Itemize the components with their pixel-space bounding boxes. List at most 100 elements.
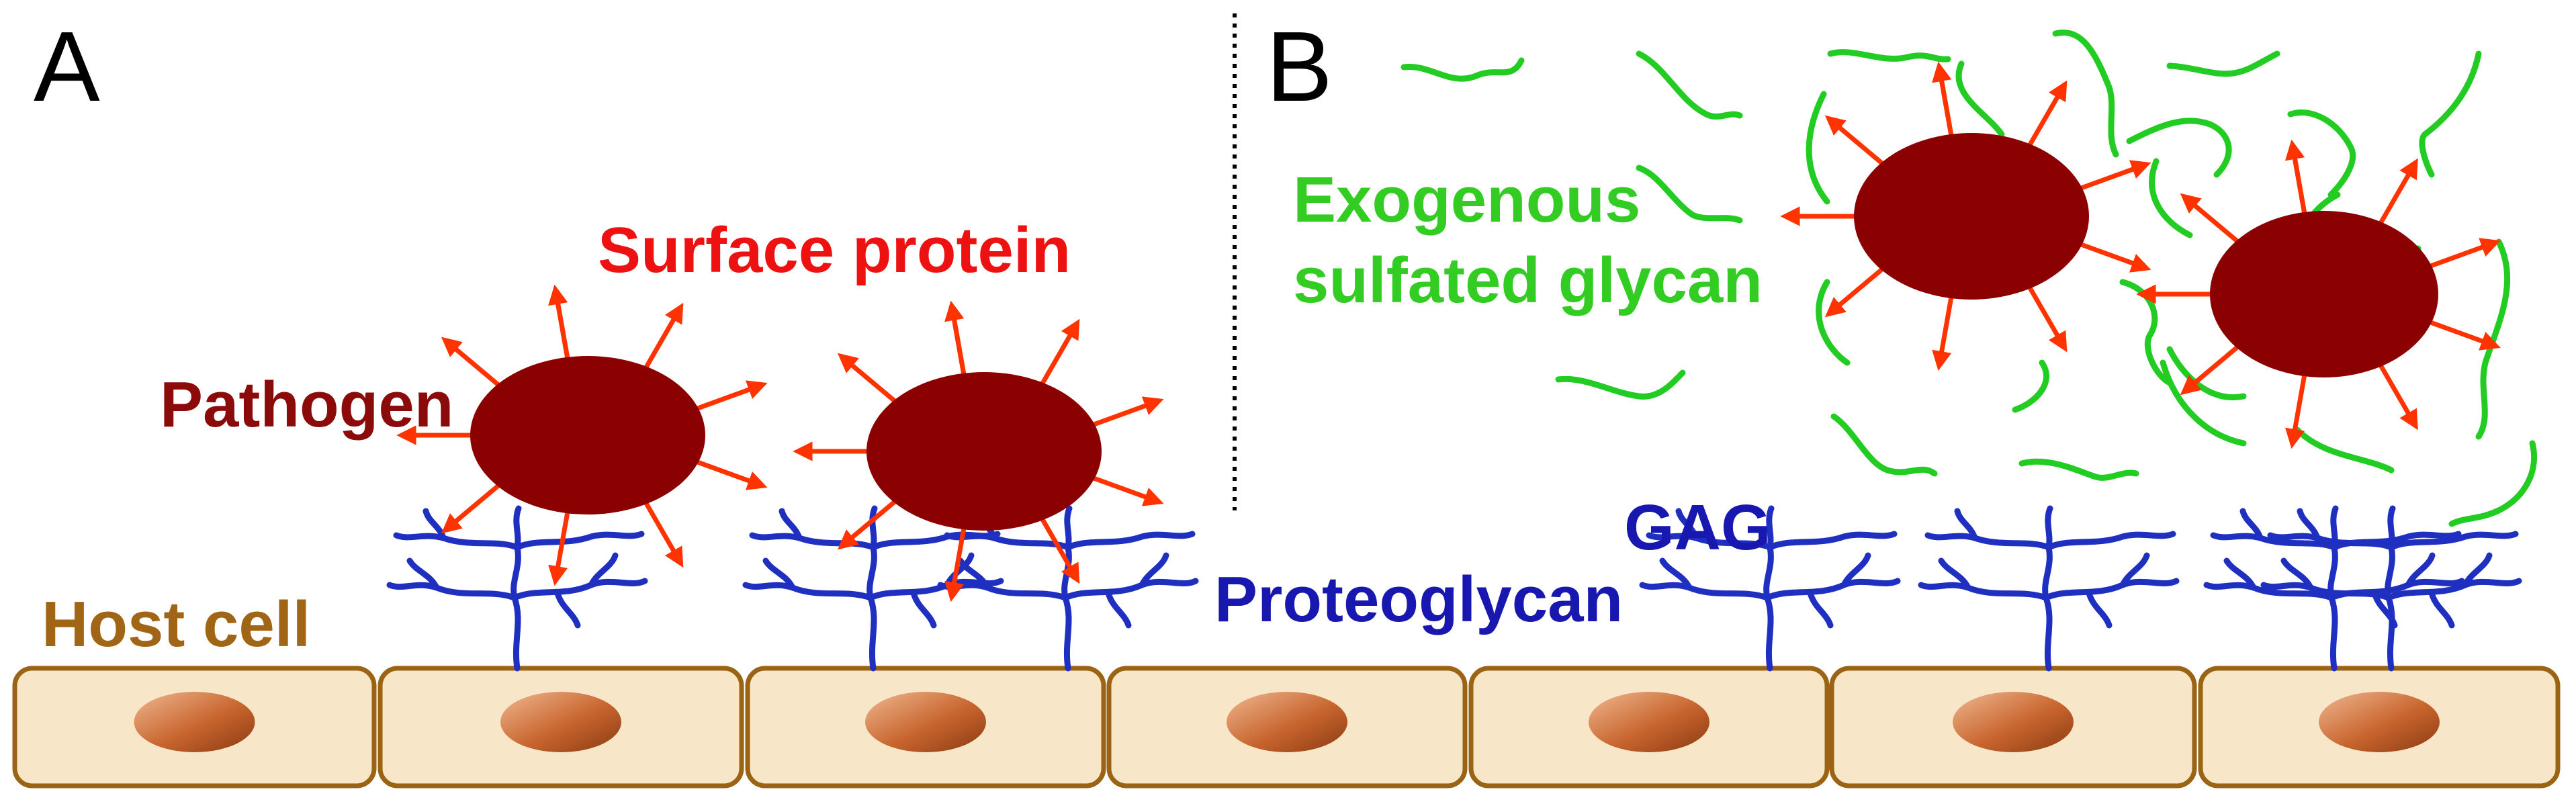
gag-chain	[762, 557, 796, 591]
gag-chain	[386, 582, 518, 601]
sulfated-glycan-chain	[2012, 359, 2049, 413]
pathogen-body	[470, 356, 705, 514]
gag-chain	[2297, 508, 2321, 541]
proteoglycan	[742, 505, 1004, 672]
sulfated-glycan-chain	[2166, 50, 2280, 77]
surface-protein-arrow	[1824, 263, 1888, 318]
surface-protein-arrow	[837, 353, 901, 407]
host-cell	[377, 666, 744, 789]
gag-chain	[2327, 544, 2338, 672]
surface-protein-arrow	[1087, 396, 1164, 429]
gag-chain	[1105, 590, 1132, 629]
proteoglycan	[386, 505, 648, 672]
sulfated-glycan-chain	[1955, 60, 2005, 138]
sulfated-glycan-chain	[2475, 238, 2511, 440]
gag-chain	[1764, 578, 1901, 601]
pathogen	[1780, 61, 2151, 371]
proteoglycan	[1639, 505, 1901, 672]
gag-chain	[1938, 557, 1971, 591]
host-cell-nucleus	[865, 692, 986, 752]
sulfated-glycan-chain	[1830, 413, 1938, 477]
gag-chain	[1766, 505, 1775, 551]
proteoglycan-layer	[386, 505, 2522, 672]
sulfated-glycan-chain	[1827, 49, 1951, 62]
surface-protein-arrow	[1932, 61, 1955, 142]
gag-chain	[1807, 590, 1834, 629]
host-cell-nucleus	[1227, 692, 1347, 752]
surface-protein-arrow	[548, 284, 571, 365]
exogenous-label-line1: Exogenous	[1293, 164, 1640, 236]
pathogen	[793, 300, 1164, 602]
host-cell-layer	[12, 666, 2561, 789]
gag-chain	[423, 508, 447, 541]
gag-chain	[2330, 505, 2339, 551]
gag-chain	[1954, 508, 1978, 541]
gag-chain	[1924, 532, 2052, 551]
gag-chain	[588, 552, 619, 588]
proteoglycan	[937, 505, 1199, 672]
gag-chain	[742, 582, 874, 601]
sulfated-glycan-chain	[2448, 440, 2538, 527]
surface-protein-arrow	[2424, 318, 2501, 351]
gag-chain	[2462, 552, 2493, 588]
host-cell	[12, 666, 377, 789]
gag-chain	[2428, 590, 2455, 629]
surface-protein-arrow	[2424, 238, 2501, 271]
host-cell	[745, 666, 1106, 789]
surface-protein-arrow	[641, 496, 684, 568]
pathogen-label: Pathogen	[160, 369, 453, 441]
gag-chain	[869, 505, 878, 551]
gag-chain	[779, 508, 803, 541]
gag-chain	[2371, 590, 2398, 629]
gag-chain	[2045, 505, 2053, 551]
surface-protein-arrow	[691, 457, 768, 490]
surface-protein-arrow	[1087, 474, 1164, 506]
gag-chain	[514, 531, 645, 551]
surface-protein-arrow	[1037, 512, 1080, 584]
gag-chain	[1139, 552, 1169, 588]
gag-chain	[910, 590, 937, 629]
surface-protein-arrow	[944, 300, 967, 381]
gag-chain	[554, 590, 581, 629]
host-cell-nucleus	[134, 692, 255, 752]
gag-chain	[513, 505, 522, 551]
sulfated-glycan-chain	[2287, 109, 2356, 198]
surface-protein-arrow	[441, 336, 504, 391]
sulfated-glycan-chain	[1636, 50, 1743, 120]
gag-chain	[1062, 578, 1199, 601]
surface-protein-arrow	[2025, 281, 2068, 353]
proteoglycan	[2203, 505, 2465, 672]
pathogen	[396, 284, 768, 586]
gag-chain	[2042, 544, 2053, 672]
pathogen-body	[1854, 133, 2089, 300]
sulfated-glycan-chain	[2018, 458, 2139, 481]
sulfated-glycan-chain	[1806, 91, 1830, 205]
surface-protein-arrow	[2285, 139, 2308, 220]
pathogen-body	[867, 372, 1102, 531]
surface-protein-arrow	[548, 506, 571, 586]
sulfated-glycan-chain	[2149, 158, 2193, 238]
surface-protein-arrow	[2074, 160, 2151, 193]
gag-chain	[2388, 531, 2519, 551]
surface-protein-arrow	[1824, 115, 1888, 169]
gag-chain	[2043, 578, 2180, 601]
gag-chain	[2280, 557, 2314, 591]
gag-chain	[1675, 508, 1699, 541]
surface-protein-arrow	[2285, 369, 2308, 449]
host-cell	[2198, 666, 2561, 789]
surface-protein-arrow	[837, 496, 901, 550]
gag-chain	[1659, 557, 1693, 591]
host-cell-nucleus	[2319, 692, 2440, 752]
gag-chain	[393, 532, 521, 551]
sulfated-glycan-chain	[2052, 30, 2119, 158]
gag-chain	[1767, 531, 1898, 551]
gag-chain	[937, 582, 1069, 601]
proteoglycan	[1918, 505, 2180, 672]
gag-chain	[511, 578, 648, 601]
host-cell	[1468, 666, 1830, 789]
surface-protein-arrow	[2180, 193, 2244, 247]
sulfated-glycan-chain	[2126, 118, 2232, 178]
gag-chain	[1639, 582, 1771, 601]
gag-chain	[957, 557, 991, 591]
